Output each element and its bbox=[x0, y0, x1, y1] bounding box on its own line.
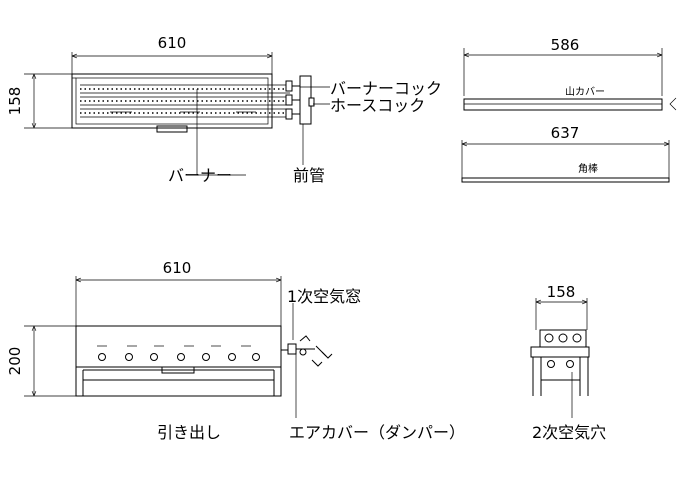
label-secondary-air-hole: 2次空気穴 bbox=[532, 423, 606, 442]
top-view: 610 158 bbox=[6, 34, 442, 185]
side-width-label: 158 bbox=[547, 283, 576, 301]
bar-part: 637 角棒 bbox=[461, 124, 670, 183]
cover-label: 山カバー bbox=[565, 86, 605, 98]
label-burner-cock: バーナーコック bbox=[330, 79, 442, 98]
side-width-dimension: 158 bbox=[535, 283, 588, 330]
label-front-pipe: 前管 bbox=[293, 166, 325, 185]
top-width-label: 610 bbox=[158, 34, 187, 52]
label-air-cover: エアカバー（ダンパー） bbox=[289, 423, 465, 442]
front-view: 610 200 bbox=[6, 259, 465, 442]
side-view: 158 2次空気穴 bbox=[530, 283, 606, 442]
top-width-dimension: 610 bbox=[71, 34, 273, 74]
burner-cock-1 bbox=[285, 80, 293, 92]
top-cock-assembly bbox=[285, 75, 315, 125]
label-drawer: 引き出し bbox=[157, 423, 221, 442]
label-hose-cock: ホースコック bbox=[330, 96, 425, 115]
front-body bbox=[75, 325, 282, 397]
burner-cock-2 bbox=[285, 94, 293, 106]
top-drawer-handle bbox=[156, 125, 188, 133]
cover-end-arrow bbox=[669, 97, 677, 111]
cover-part: 586 山カバー bbox=[463, 36, 677, 111]
front-cock-assembly bbox=[281, 335, 333, 367]
bar-shape bbox=[461, 177, 670, 183]
front-width-dimension: 610 bbox=[75, 259, 282, 326]
hose-cock bbox=[308, 97, 315, 107]
burner-cock-3 bbox=[285, 108, 293, 120]
top-depth-dimension: 158 bbox=[6, 73, 72, 129]
secondary-air-hole-2 bbox=[566, 360, 574, 368]
cover-dim-label: 586 bbox=[551, 36, 580, 54]
label-primary-air-window: 1次空気窓 bbox=[287, 287, 361, 306]
front-drawer-handle bbox=[161, 366, 195, 374]
air-cover bbox=[287, 343, 297, 355]
secondary-air-hole-1 bbox=[547, 360, 555, 368]
front-width-label: 610 bbox=[163, 259, 192, 277]
top-body bbox=[71, 73, 290, 133]
front-height-label: 200 bbox=[6, 347, 24, 376]
label-burner: バーナー bbox=[168, 166, 232, 185]
bar-label: 角棒 bbox=[578, 162, 598, 175]
cover-shape bbox=[463, 98, 663, 111]
top-depth-label: 158 bbox=[6, 87, 24, 116]
front-height-dimension: 200 bbox=[6, 325, 76, 397]
bar-dim-label: 637 bbox=[551, 124, 580, 142]
side-body bbox=[530, 329, 590, 396]
